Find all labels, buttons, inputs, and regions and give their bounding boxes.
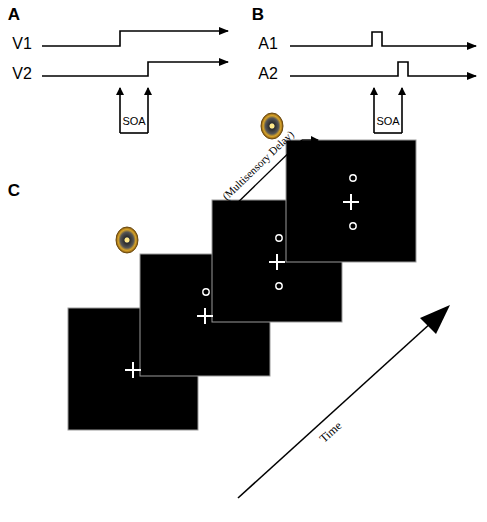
soa-label: SOA [121, 116, 146, 127]
signal-name: V1 [12, 36, 32, 52]
speaker-icon [116, 227, 138, 253]
panel-letter: C [8, 182, 20, 199]
auditory-timeline [290, 32, 476, 133]
signal-name: A1 [258, 36, 278, 52]
time-arrow [238, 305, 450, 498]
panel-letter: B [252, 6, 264, 23]
speaker-icon [261, 113, 283, 139]
delay-label: (Multisensory Delay) [220, 128, 296, 201]
panel-letter: A [8, 6, 20, 23]
signal-name: A2 [258, 66, 278, 82]
signal-name: V2 [12, 66, 32, 82]
soa-label: SOA [375, 116, 400, 127]
fixation-and-flashes [125, 175, 359, 378]
visual-timeline [42, 31, 228, 133]
